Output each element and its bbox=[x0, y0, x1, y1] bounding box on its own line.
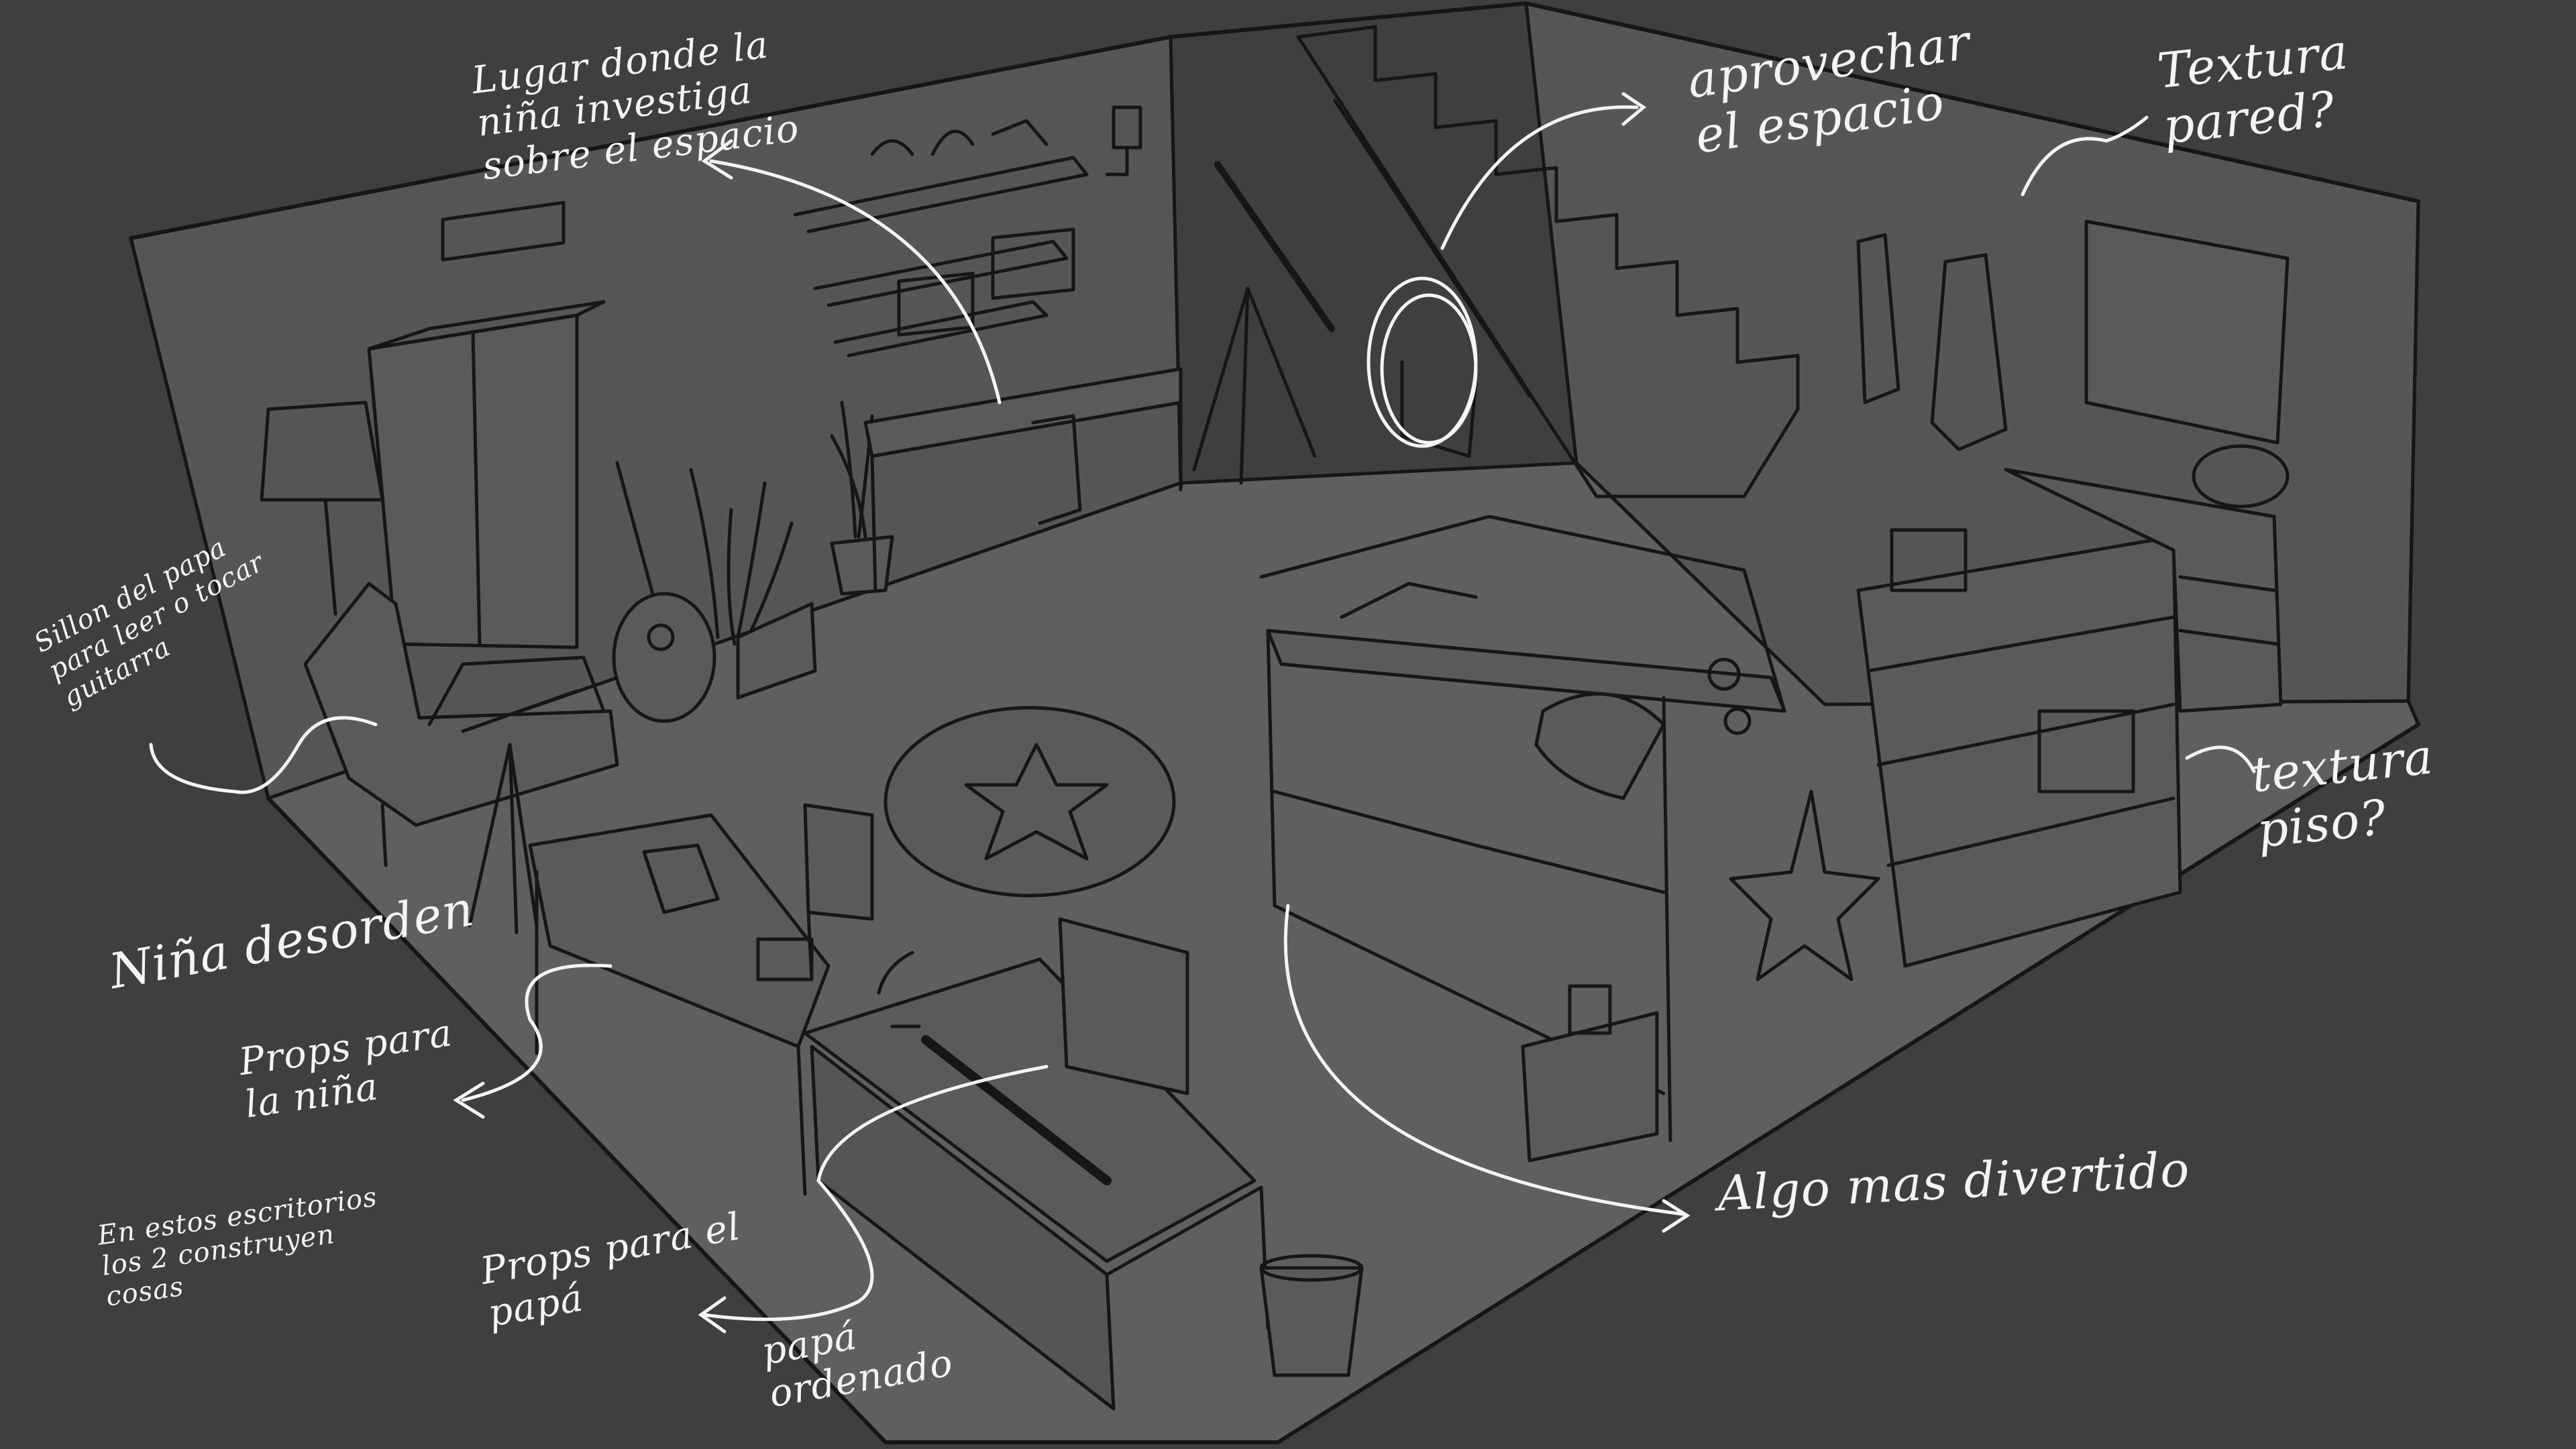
girl-desk bbox=[528, 813, 830, 1196]
star-rug bbox=[883, 706, 1176, 898]
arrow-investigation bbox=[701, 139, 1002, 405]
circle-under-stairs bbox=[1366, 276, 1478, 448]
under-stairs-opening bbox=[1400, 360, 1478, 458]
reading-armchair bbox=[303, 582, 619, 867]
hanging-clothes bbox=[1856, 233, 2008, 451]
dad-desk bbox=[803, 951, 1270, 1411]
arrow-more-fun bbox=[1283, 904, 1690, 1233]
arrow-floor-texture bbox=[2185, 745, 2256, 773]
arrow-girl-props bbox=[453, 963, 612, 1119]
arrow-use-space bbox=[1440, 92, 1647, 250]
nightstand bbox=[1521, 984, 1659, 1163]
wall-board bbox=[2084, 219, 2290, 445]
telescope bbox=[1192, 161, 1335, 485]
note-wall-texture: Textura pared? bbox=[2155, 23, 2351, 155]
back-desk bbox=[863, 227, 1183, 592]
note-floor-texture: textura piso? bbox=[2248, 728, 2436, 859]
chairs bbox=[803, 803, 1189, 1095]
left-wall-corner bbox=[129, 236, 270, 800]
bunk-bed bbox=[1259, 515, 1786, 1142]
wardrobe bbox=[367, 201, 606, 649]
trash-bin-rim bbox=[1259, 1254, 1364, 1282]
guitar bbox=[612, 461, 716, 723]
small-tripod bbox=[461, 689, 579, 934]
arrow-armchair bbox=[149, 716, 378, 794]
star-decal bbox=[1729, 790, 1880, 981]
floor-lamp bbox=[260, 400, 384, 616]
floor-front-edge bbox=[266, 722, 2420, 1444]
arrow-wall-texture bbox=[2021, 115, 2149, 197]
trash-bin bbox=[1259, 1266, 1364, 1377]
wall-top-edge bbox=[129, 1, 2420, 240]
staircase bbox=[1296, 25, 1800, 498]
arrow-dad-props bbox=[698, 1065, 1049, 1334]
dresser bbox=[2004, 444, 2290, 713]
plants bbox=[689, 400, 894, 700]
wall-shelves bbox=[793, 105, 1142, 358]
right-wall-corner bbox=[2406, 199, 2420, 703]
right-shelving-unit bbox=[1856, 528, 2182, 968]
